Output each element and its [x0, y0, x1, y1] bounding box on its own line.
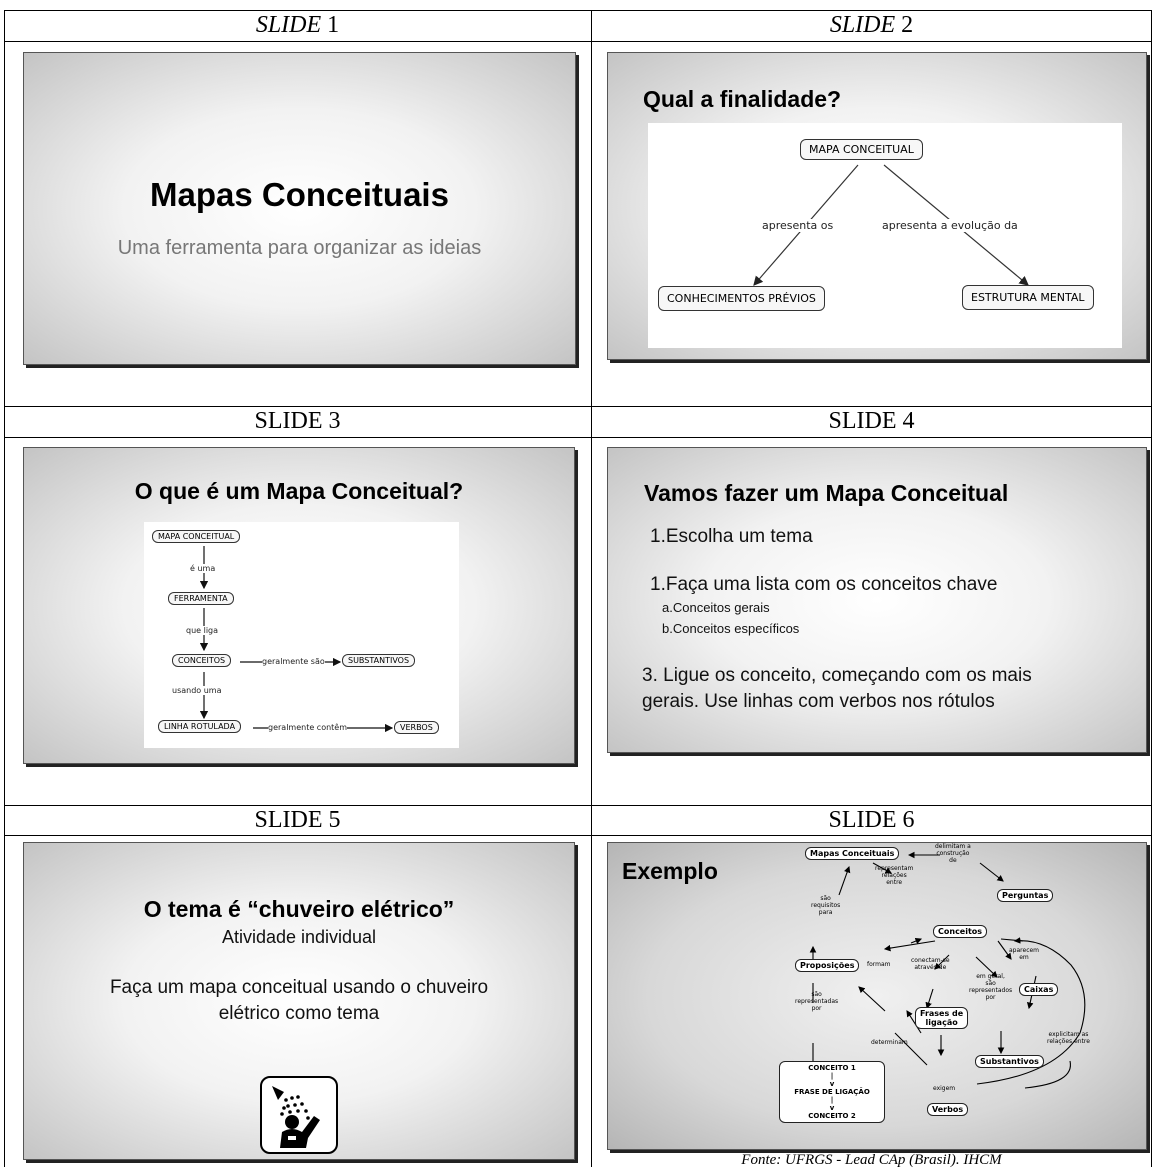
- node-linha-rotulada: LINHA ROTULADA: [158, 720, 242, 733]
- table-row-divider: [4, 835, 1152, 836]
- link-conectam: conectam-se através de: [911, 957, 950, 971]
- link-apresenta-evolucao: apresenta a evolução da: [880, 219, 1020, 232]
- node-verbos: Verbos: [927, 1103, 969, 1116]
- slide-3-concept-map: MAPA CONCEITUAL é uma FERRAMENTA que lig…: [144, 522, 459, 748]
- slide-4-item-3-line-2: gerais. Use linhas com verbos nos rótulo…: [642, 691, 995, 712]
- link-sao-requisitos: são requisitos para: [811, 895, 841, 916]
- shower-icon-graphic: [272, 1086, 320, 1148]
- link-e-uma: é uma: [190, 564, 216, 573]
- source-caption: Fonte: UFRGS - Lead CAp (Brasil). IHCM: [741, 1152, 1002, 1168]
- table-row-divider: [4, 406, 1152, 407]
- link-usando-uma: usando uma: [172, 686, 222, 695]
- node-conceitos: CONCEITOS: [172, 654, 232, 667]
- slide-2-header: SLIDE 2: [829, 12, 914, 38]
- link-determinam: determinam: [871, 1039, 908, 1046]
- node-conceito-frase-box: CONCEITO 1 | v FRASE DE LIGAÇÃO | v CONC…: [779, 1061, 885, 1123]
- link-em-geral: em geral, são representados por: [969, 973, 1013, 1001]
- link-explicitam: explicitam as relações entre: [1047, 1031, 1090, 1045]
- table-border-top: [4, 10, 1152, 11]
- table-row-divider: [4, 805, 1152, 806]
- slide-4-item-1: 1.Escolha um tema: [650, 526, 813, 547]
- link-exigem: exigem: [933, 1085, 956, 1092]
- node-mapa-conceitual: MAPA CONCEITUAL: [152, 530, 241, 543]
- node-verbos: VERBOS: [394, 721, 439, 734]
- node-mapa-conceitual: MAPA CONCEITUAL: [800, 139, 923, 160]
- slide-4-item-3-line-1: 3. Ligue os conceito, começando com os m…: [642, 665, 1032, 686]
- slide-5-title: O tema é “chuveiro elétrico”: [143, 896, 455, 922]
- table-border-right: [1151, 10, 1152, 1167]
- link-sao-representadas: são representadas por: [795, 991, 839, 1012]
- table-border-left: [4, 10, 5, 1167]
- link-que-liga: que liga: [186, 626, 219, 635]
- table-row-divider: [4, 41, 1152, 42]
- slide-4: Vamos fazer um Mapa Conceitual 1.Escolha…: [607, 447, 1147, 753]
- link-formam: formam: [867, 961, 891, 968]
- slide-4-item-2: 1.Faça uma lista com os conceitos chave: [650, 574, 998, 595]
- slide-2: Qual a finalidade? MAPA CONCEITUAL apres…: [607, 52, 1147, 360]
- slide-2-title: Qual a finalidade?: [643, 86, 842, 112]
- slide-4-title: Vamos fazer um Mapa Conceitual: [644, 480, 1009, 506]
- slide-6-header: SLIDE 6: [828, 807, 915, 833]
- slides-table: SLIDE 1 SLIDE 2 SLIDE 3 SLIDE 4 SLIDE 5 …: [4, 10, 1152, 1168]
- slide-5-subtitle: Atividade individual: [221, 927, 377, 947]
- slide-6-concept-map: Mapas Conceituais delimitam a construção…: [775, 843, 1125, 1149]
- node-substantivos: Substantivos: [975, 1055, 1044, 1068]
- node-mapas-conceituais: Mapas Conceituais: [805, 847, 900, 860]
- node-frases-de-ligacao: Frases de ligação: [915, 1007, 969, 1029]
- slide-3-connectors: [199, 546, 394, 733]
- slide-1-subtitle: Uma ferramenta para organizar as ideias: [117, 237, 482, 259]
- slide-5-header: SLIDE 5: [254, 807, 341, 833]
- link-delimitam: delimitam a construção de: [935, 843, 971, 864]
- link-apresenta-os: apresenta os: [760, 219, 836, 232]
- slide-5-body-line-2: elétrico como tema: [218, 1003, 380, 1024]
- slide-2-concept-map: MAPA CONCEITUAL apresenta os apresenta a…: [648, 123, 1122, 348]
- slide-1-title: Mapas Conceituais: [150, 176, 449, 213]
- table-border-middle: [591, 10, 592, 1167]
- slide-5-body-line-1: Faça um mapa conceitual usando o chuveir…: [109, 977, 489, 998]
- node-ferramenta: FERRAMENTA: [168, 592, 234, 605]
- link-representam: representam relações entre: [875, 865, 914, 886]
- table-row-divider: [4, 437, 1152, 438]
- slide-3-title: O que é um Mapa Conceitual?: [134, 478, 464, 504]
- slide-6: Exemplo: [607, 842, 1147, 1150]
- slide-5: O tema é “chuveiro elétrico” Atividade i…: [23, 842, 575, 1160]
- slide-1-header: SLIDE 1: [255, 12, 340, 38]
- node-caixas: Caixas: [1019, 983, 1059, 996]
- node-perguntas: Perguntas: [997, 889, 1054, 902]
- node-estrutura-mental: ESTRUTURA MENTAL: [962, 285, 1094, 310]
- link-geralmente-contem: geralmente contêm: [268, 723, 348, 732]
- shower-icon: [260, 1076, 338, 1154]
- node-proposicoes: Proposições: [795, 959, 860, 972]
- node-substantivos: SUBSTANTIVOS: [342, 654, 416, 667]
- node-conceitos: Conceitos: [933, 925, 988, 938]
- slide-3: O que é um Mapa Conceitual? MAPA CONCEIT…: [23, 447, 575, 764]
- slide-4-header: SLIDE 4: [828, 408, 915, 434]
- link-geralmente-sao: geralmente são: [262, 657, 325, 666]
- slide-6-title: Exemplo: [622, 858, 718, 884]
- slide-4-sub-a: a.Conceitos gerais: [662, 600, 770, 615]
- link-aparecem: aparecem em: [1009, 947, 1040, 961]
- slide-1: Mapas Conceituais Uma ferramenta para or…: [23, 52, 576, 365]
- slide-4-sub-b: b.Conceitos específicos: [662, 621, 800, 636]
- slide-3-header: SLIDE 3: [254, 408, 341, 434]
- node-conhecimentos-previos: CONHECIMENTOS PRÉVIOS: [658, 286, 825, 311]
